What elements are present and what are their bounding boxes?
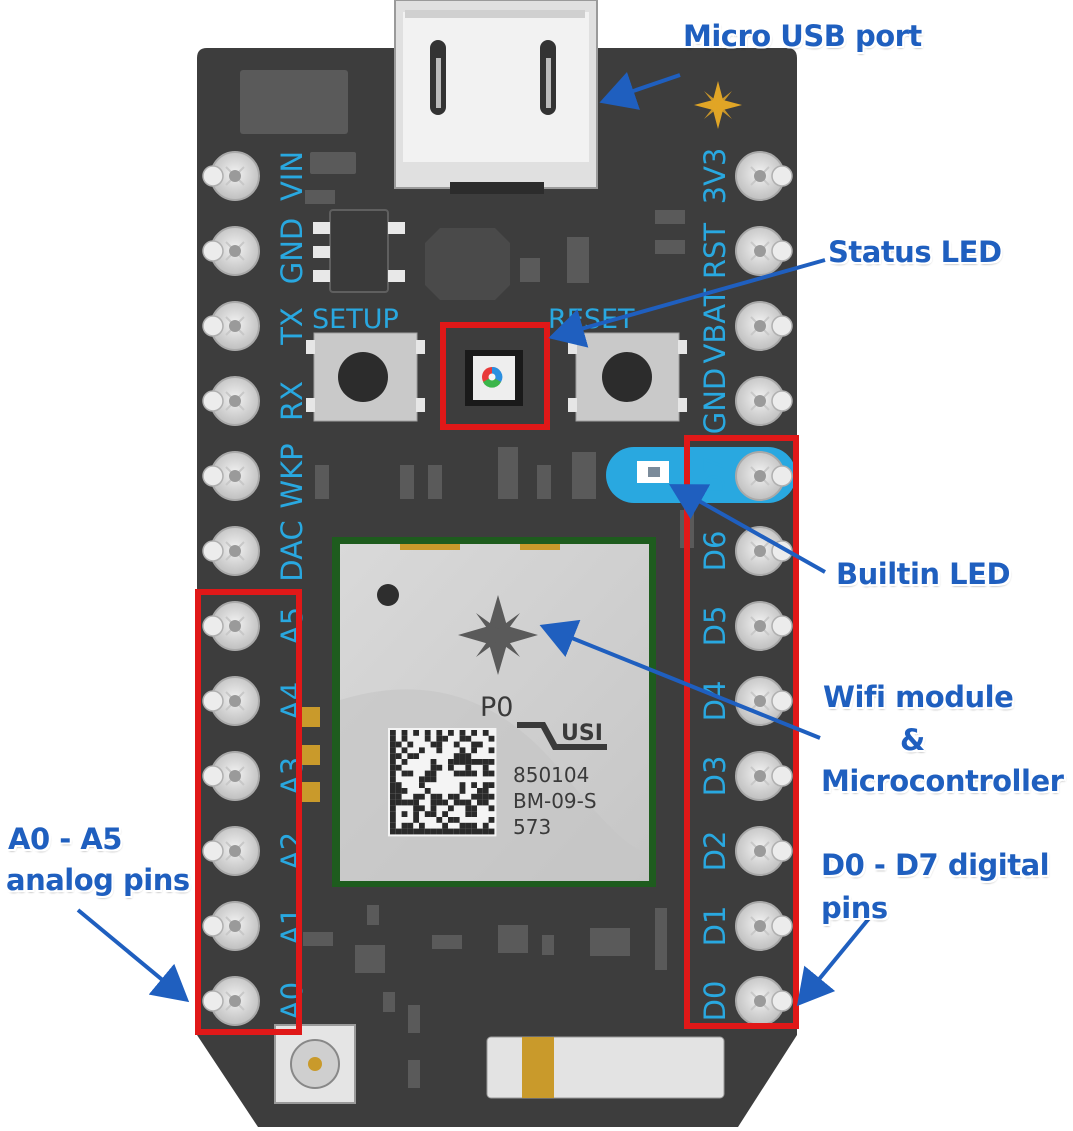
- left-pin-label-a0: A0: [275, 982, 309, 1020]
- status-led-callout: Status LED: [828, 235, 1002, 269]
- status-led-arrow: [548, 258, 826, 348]
- analog-arrow: [76, 908, 190, 1003]
- left-pin-label-dac: DAC: [275, 520, 309, 581]
- usi-logo: USI: [517, 721, 607, 750]
- left-pin-dac: [202, 526, 260, 576]
- reset-label: RESET: [548, 304, 635, 335]
- left-pin-gnd: [202, 226, 260, 276]
- inductor: [425, 228, 510, 300]
- left-pin-rx: [202, 376, 260, 426]
- datamatrix-code: [388, 728, 497, 837]
- digital-arrow: [796, 903, 882, 1007]
- micro-usb-port: [394, 0, 598, 194]
- chip-antenna: [486, 1036, 725, 1099]
- right-pin-label-d0-11: D0: [698, 981, 732, 1022]
- analog-callout-line2: analog pins: [6, 863, 190, 897]
- left-pin-label-vin: VIN: [275, 151, 309, 201]
- wifi-callout-line1: Wifi module: [823, 680, 1014, 714]
- module-line-2: BM-09-S: [513, 789, 597, 813]
- left-pin-a4: [202, 676, 260, 726]
- right-pin-d5-6: [735, 601, 793, 651]
- right-pin-label-d7-4: D7: [698, 456, 732, 497]
- wifi-module: P0 USI 850104 BM-09-S 573: [332, 537, 656, 887]
- left-pin-label-a5: A5: [275, 607, 309, 645]
- setup-label: SETUP: [312, 304, 399, 335]
- right-pin-label-d5-6: D5: [698, 606, 732, 647]
- builtin-led-callout: Builtin LED: [836, 557, 1011, 591]
- setup-button[interactable]: [306, 332, 425, 422]
- right-pin-label-3v3-0: 3V3: [698, 148, 732, 205]
- left-pin-label-a4: A4: [275, 682, 309, 720]
- left-pin-label-rx: RX: [275, 381, 309, 421]
- right-pin-label-rst-1: RST: [698, 223, 732, 280]
- usb-callout: Micro USB port: [683, 19, 922, 53]
- left-pin-a0: [202, 976, 260, 1026]
- module-name: P0: [480, 692, 513, 723]
- wifi-arrow: [539, 619, 821, 740]
- right-pin-label-vbat-2: VBAT: [698, 288, 732, 363]
- left-pin-header: [202, 151, 260, 1026]
- usb-arrow: [599, 72, 681, 110]
- right-pin-gnd-3: [735, 376, 793, 426]
- builtin-led-arrow: [669, 484, 826, 574]
- left-pin-label-tx: TX: [275, 307, 309, 346]
- left-pin-tx: [202, 301, 260, 351]
- left-pin-vin: [202, 151, 260, 201]
- digital-pins-highlight: [684, 435, 799, 1029]
- right-pin-d3-8: [735, 751, 793, 801]
- antenna-connector: [274, 1024, 356, 1104]
- callout-arrows: [76, 72, 882, 1007]
- left-pin-wkp: [202, 451, 260, 501]
- module-line-3: 573: [513, 815, 551, 839]
- wifi-callout-line3: Microcontroller: [821, 764, 1064, 798]
- star-logo-icon: [694, 81, 742, 129]
- right-pin-d2-9: [735, 826, 793, 876]
- analog-pins-highlight: [195, 589, 302, 1035]
- digital-callout-line1: D0 - D7 digital: [821, 848, 1050, 882]
- status-led: [465, 350, 523, 406]
- left-pin-label-a3: A3: [275, 757, 309, 795]
- left-pin-label-a2: A2: [275, 832, 309, 870]
- left-pin-a5: [202, 601, 260, 651]
- right-pin-d7-4: [735, 451, 793, 501]
- analog-callout-line1: A0 - A5: [8, 822, 122, 856]
- right-pin-label-d2-9: D2: [698, 831, 732, 872]
- left-pin-a1: [202, 901, 260, 951]
- left-pin-a2: [202, 826, 260, 876]
- left-pin-a3: [202, 751, 260, 801]
- left-pin-label-a1: A1: [275, 907, 309, 945]
- left-pin-label-gnd: GND: [275, 218, 309, 285]
- right-pin-3v3-0: [735, 151, 793, 201]
- gold-pads: [302, 707, 320, 802]
- reset-button[interactable]: [568, 332, 687, 422]
- right-pin-d1-10: [735, 901, 793, 951]
- right-pin-label-gnd-3: GND: [698, 368, 732, 435]
- digital-callout-line2: pins: [821, 891, 888, 925]
- right-pin-rst-1: [735, 226, 793, 276]
- regulator-chip: [313, 209, 405, 293]
- right-pin-header: [735, 151, 793, 1026]
- status-led-highlight: [440, 322, 550, 430]
- right-pin-d4-7: [735, 676, 793, 726]
- right-pin-label-d3-8: D3: [698, 756, 732, 797]
- wifi-callout-line2: &: [900, 723, 925, 757]
- smd-components: [240, 70, 694, 1088]
- module-brand: USI: [561, 721, 603, 746]
- left-pin-label-wkp: WKP: [275, 443, 309, 508]
- right-pin-label-d1-10: D1: [698, 906, 732, 947]
- module-line-1: 850104: [513, 763, 589, 787]
- right-pin-label-d6-5: D6: [698, 531, 732, 572]
- star-icon: [458, 595, 538, 675]
- right-pin-vbat-2: [735, 301, 793, 351]
